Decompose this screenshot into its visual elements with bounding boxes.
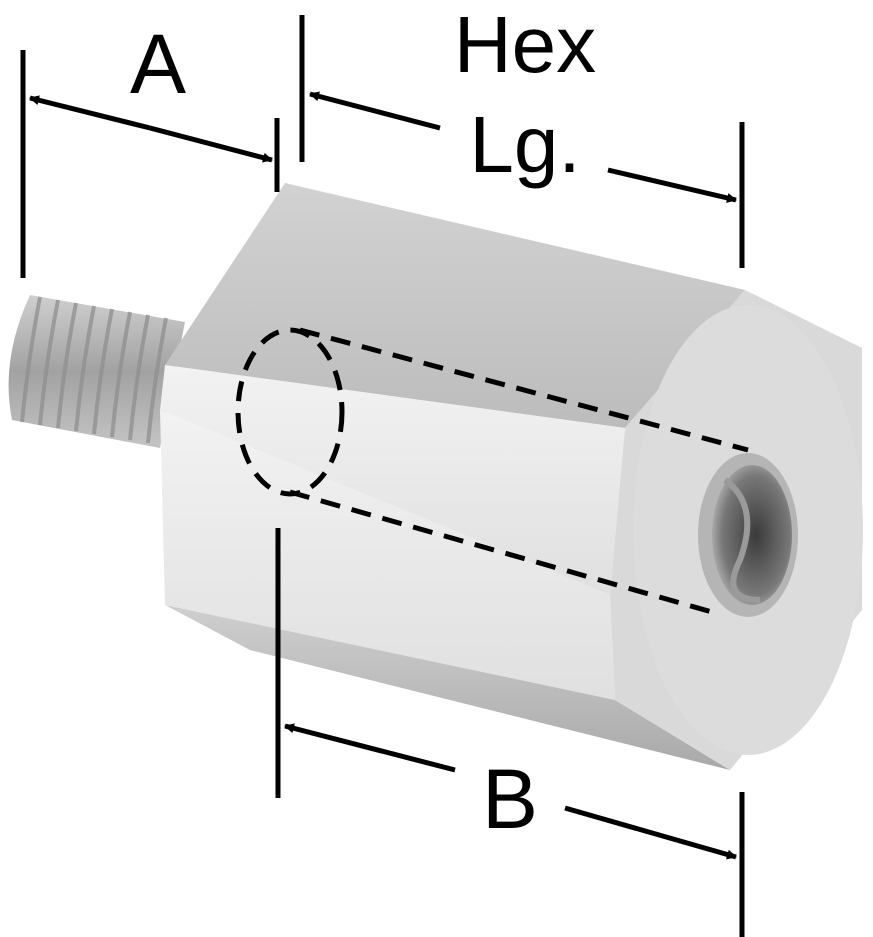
dimension-label-a: A <box>130 17 186 111</box>
hidden-bore-top-edge <box>299 327 749 453</box>
extension-lines <box>20 15 745 937</box>
tapped-hole-thread <box>723 477 761 603</box>
tapped-hole <box>698 453 798 617</box>
tapped-hole-opening <box>712 465 792 605</box>
hex-face-front <box>160 365 625 595</box>
dimension-arrows <box>29 91 737 860</box>
hex-face-top <box>165 183 745 428</box>
dimension-label-lg: Lg. <box>469 100 580 189</box>
threaded-stud <box>8 295 186 448</box>
hex-face-bottom <box>165 605 730 770</box>
dimension-a-arrow-left <box>29 95 151 131</box>
hidden-bore-lines <box>235 327 749 615</box>
dimension-label-b: B <box>482 752 538 846</box>
dimension-a-arrow-right <box>149 125 273 163</box>
dimension-hex-arrow-left <box>309 91 441 131</box>
hidden-bore-bottom-edge <box>289 489 713 615</box>
dimension-b-arrow-left <box>284 723 456 773</box>
dimension-hex-arrow-right <box>607 167 737 203</box>
hex-face-front-lower <box>160 410 615 700</box>
dimension-b-arrow-right <box>564 805 737 860</box>
stud-threads <box>20 296 168 444</box>
dimension-label-hex: Hex <box>454 0 596 89</box>
